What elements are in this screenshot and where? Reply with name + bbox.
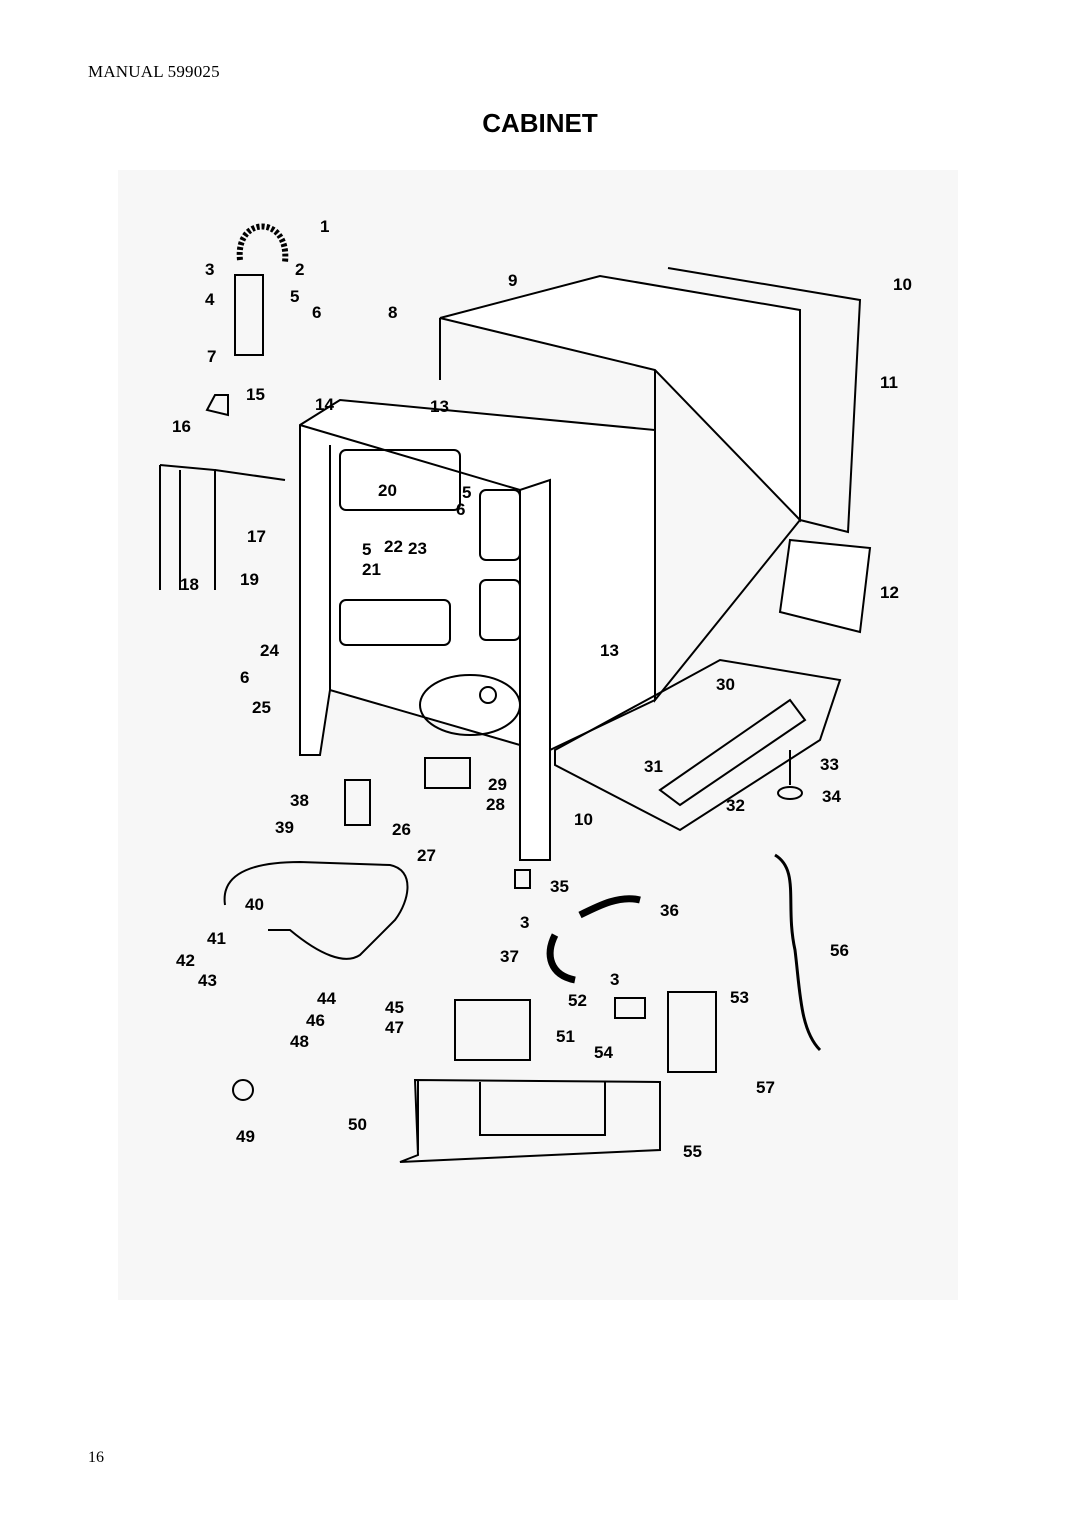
callout-39: 39	[275, 818, 294, 837]
callout-23: 23	[408, 539, 427, 558]
callout-57: 57	[756, 1078, 775, 1097]
callout-55: 55	[683, 1142, 702, 1161]
manual-number: MANUAL 599025	[88, 62, 220, 81]
diagram-drawing	[159, 223, 872, 1163]
callout-53: 53	[730, 988, 749, 1007]
callout-49: 49	[236, 1127, 255, 1146]
callout-14: 14	[315, 395, 334, 414]
callout-5: 5	[362, 540, 371, 559]
callout-27: 27	[417, 846, 436, 865]
callout-labels: 1 2 3 4 5 6 7 8 9 10 11 12 13 13 14 15 1…	[172, 217, 912, 1161]
callout-13: 13	[600, 641, 619, 660]
callout-30: 30	[716, 675, 735, 694]
callout-32: 32	[726, 796, 745, 815]
callout-50: 50	[348, 1115, 367, 1134]
callout-11: 11	[880, 373, 898, 392]
callout-17: 17	[247, 527, 266, 546]
callout-13: 13	[430, 397, 449, 416]
callout-52: 52	[568, 991, 587, 1010]
callout-33: 33	[820, 755, 839, 774]
callout-6: 6	[312, 303, 321, 322]
callout-9: 9	[508, 271, 517, 290]
callout-19: 19	[240, 570, 259, 589]
callout-18: 18	[180, 575, 199, 594]
callout-22: 22	[384, 537, 403, 556]
callout-2: 2	[295, 260, 304, 279]
callout-31: 31	[644, 757, 663, 776]
callout-45: 45	[385, 998, 404, 1017]
callout-54: 54	[594, 1043, 613, 1062]
callout-3: 3	[610, 970, 619, 989]
callout-7: 7	[207, 347, 216, 366]
callout-5: 5	[462, 483, 471, 502]
callout-6: 6	[456, 500, 465, 519]
callout-37: 37	[500, 947, 519, 966]
callout-26: 26	[392, 820, 411, 839]
callout-44: 44	[317, 989, 336, 1008]
callout-21: 21	[362, 560, 381, 579]
callout-40: 40	[245, 895, 264, 914]
callout-42: 42	[176, 951, 195, 970]
callout-35: 35	[550, 877, 569, 896]
page-title: CABINET	[482, 108, 598, 138]
callout-6: 6	[240, 668, 249, 687]
callout-5: 5	[290, 287, 299, 306]
callout-8: 8	[388, 303, 397, 322]
callout-56: 56	[830, 941, 849, 960]
callout-46: 46	[306, 1011, 325, 1030]
callout-10: 10	[574, 810, 593, 829]
callout-47: 47	[385, 1018, 404, 1037]
callout-41: 41	[207, 929, 226, 948]
callout-3: 3	[205, 260, 214, 279]
callout-28: 28	[486, 795, 505, 814]
callout-38: 38	[290, 791, 309, 810]
callout-29: 29	[488, 775, 507, 794]
callout-24: 24	[260, 641, 279, 660]
callout-51: 51	[556, 1027, 575, 1046]
callout-48: 48	[290, 1032, 309, 1051]
callout-1: 1	[320, 217, 329, 236]
callout-36: 36	[660, 901, 679, 920]
callout-15: 15	[246, 385, 265, 404]
page-number: 16	[88, 1449, 104, 1466]
callout-12: 12	[880, 583, 899, 602]
callout-16: 16	[172, 417, 191, 436]
callout-4: 4	[205, 290, 215, 309]
callout-43: 43	[198, 971, 217, 990]
callout-3: 3	[520, 913, 529, 932]
callout-10: 10	[893, 275, 912, 294]
callout-34: 34	[822, 787, 841, 806]
callout-25: 25	[252, 698, 271, 717]
callout-20: 20	[378, 481, 397, 500]
